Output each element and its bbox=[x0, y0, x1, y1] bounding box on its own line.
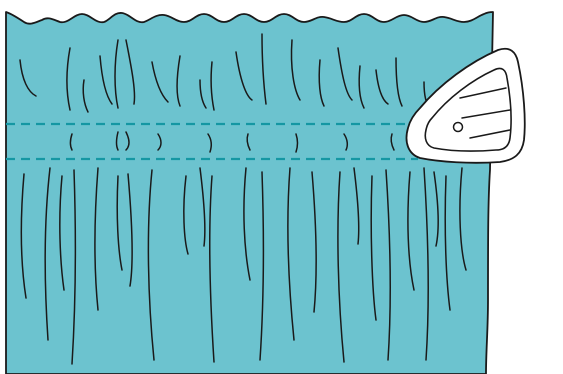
gathered-fabric-panel bbox=[6, 12, 493, 374]
iron-steam-hole bbox=[454, 123, 463, 132]
